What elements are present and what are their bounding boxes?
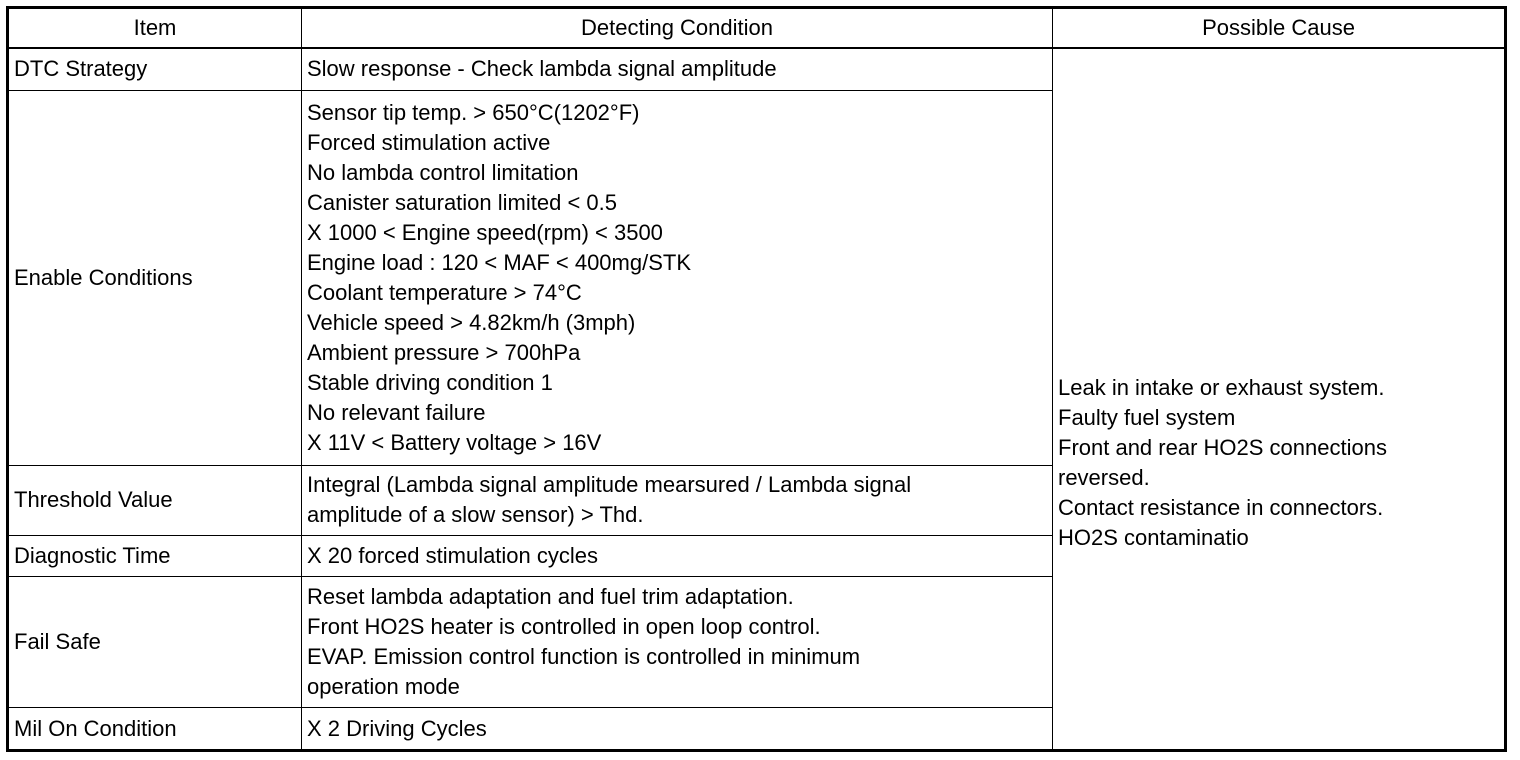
- condition-line: EVAP. Emission control function is contr…: [307, 644, 861, 670]
- table-row-mil-on-condition: Mil On Condition X 2 Driving Cycles: [7, 707, 1506, 751]
- condition-line: Reset lambda adaptation and fuel trim ad…: [307, 584, 794, 610]
- cause-line: Leak in intake or exhaust system.: [1058, 375, 1385, 400]
- condition-line: operation mode: [307, 674, 460, 700]
- condition-line: No relevant failure: [307, 399, 486, 425]
- item-cell: Threshold Value: [7, 464, 302, 536]
- cause-line: Front and rear HO2S connections: [1058, 435, 1387, 460]
- condition-line: Sensor tip temp. > 650°C(1202°F): [307, 99, 640, 125]
- table-row-threshold-value: Threshold Value Integral (Lambda signal …: [7, 464, 1506, 536]
- condition-line: Forced stimulation active: [307, 129, 551, 155]
- cause-line: Faulty fuel system: [1058, 405, 1236, 430]
- condition-line: X 2 Driving Cycles: [307, 715, 487, 741]
- item-cell: Diagnostic Time: [7, 534, 302, 578]
- header-row: Item Detecting Condition Possible Cause: [7, 7, 1506, 49]
- condition-line: Slow response - Check lambda signal ampl…: [307, 56, 777, 82]
- diagnostic-table: Item Detecting Condition Possible Cause …: [6, 6, 1507, 752]
- condition-cell: Reset lambda adaptation and fuel trim ad…: [301, 576, 1053, 709]
- condition-line: Integral (Lambda signal amplitude mearsu…: [307, 472, 912, 498]
- condition-line: X 1000 < Engine speed(rpm) < 3500: [307, 219, 663, 245]
- condition-cell: Integral (Lambda signal amplitude mearsu…: [301, 464, 1053, 536]
- header-item: Item: [7, 7, 302, 49]
- condition-line: Front HO2S heater is controlled in open …: [307, 614, 821, 640]
- condition-cell: X 2 Driving Cycles: [301, 707, 1053, 751]
- possible-cause-cell: Leak in intake or exhaust system. Faulty…: [1052, 47, 1506, 751]
- table-row-dtc-strategy: DTC Strategy Slow response - Check lambd…: [7, 47, 1506, 751]
- cause-line: Contact resistance in connectors.: [1058, 495, 1384, 520]
- item-cell: Enable Conditions: [7, 89, 302, 466]
- condition-line: No lambda control limitation: [307, 159, 579, 185]
- condition-line: Vehicle speed > 4.82km/h (3mph): [307, 309, 636, 335]
- condition-line: amplitude of a slow sensor) > Thd.: [307, 502, 644, 528]
- item-cell: Fail Safe: [7, 576, 302, 709]
- header-detecting-condition: Detecting Condition: [301, 7, 1053, 49]
- possible-cause-list: Leak in intake or exhaust system. Faulty…: [1058, 373, 1499, 553]
- cause-line: HO2S contaminatio: [1058, 525, 1249, 550]
- table-row-enable-conditions: Enable Conditions Sensor tip temp. > 650…: [7, 89, 1506, 466]
- condition-line: Coolant temperature > 74°C: [307, 279, 582, 305]
- item-cell: DTC Strategy: [7, 47, 302, 91]
- header-possible-cause: Possible Cause: [1052, 7, 1506, 49]
- item-cell: Mil On Condition: [7, 707, 302, 751]
- condition-line: X 20 forced stimulation cycles: [307, 542, 599, 568]
- condition-cell: Slow response - Check lambda signal ampl…: [301, 47, 1053, 91]
- cause-line: reversed.: [1058, 465, 1150, 490]
- table-row-diagnostic-time: Diagnostic Time X 20 forced stimulation …: [7, 534, 1506, 578]
- condition-cell: X 20 forced stimulation cycles: [301, 534, 1053, 578]
- condition-line: Canister saturation limited < 0.5: [307, 189, 617, 215]
- condition-line: X 11V < Battery voltage > 16V: [307, 429, 602, 455]
- condition-line: Engine load : 120 < MAF < 400mg/STK: [307, 249, 692, 275]
- condition-cell: Sensor tip temp. > 650°C(1202°F) Forced …: [301, 89, 1053, 466]
- condition-line: Stable driving condition 1: [307, 369, 553, 395]
- condition-line: Ambient pressure > 700hPa: [307, 339, 581, 365]
- table-row-fail-safe: Fail Safe Reset lambda adaptation and fu…: [7, 576, 1506, 709]
